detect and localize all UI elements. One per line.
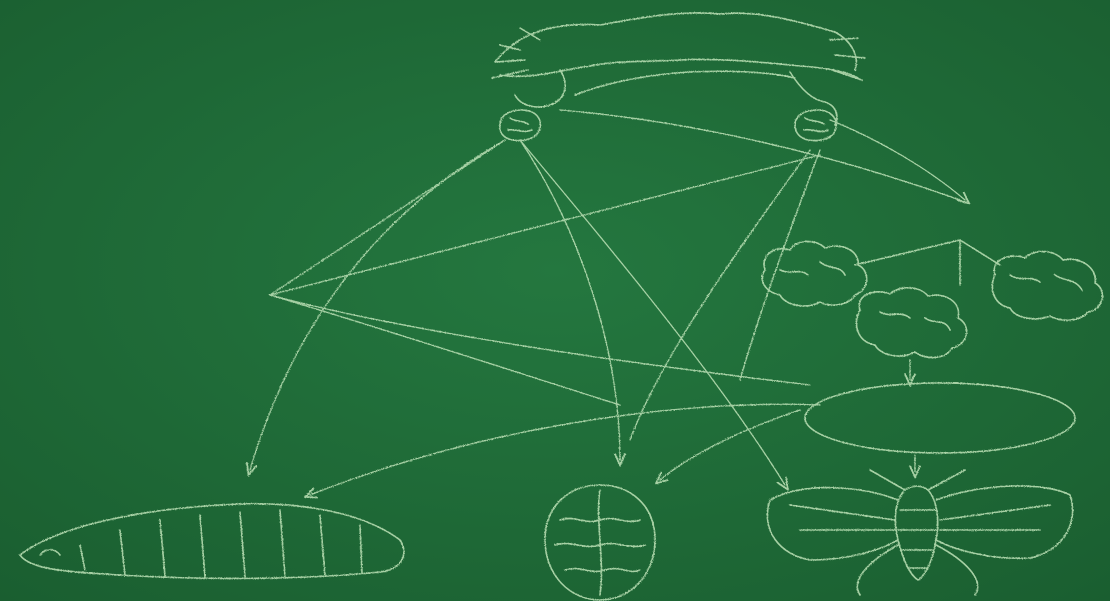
chalkboard-drawing	[0, 0, 1110, 601]
chalkboard-background	[0, 0, 1110, 601]
